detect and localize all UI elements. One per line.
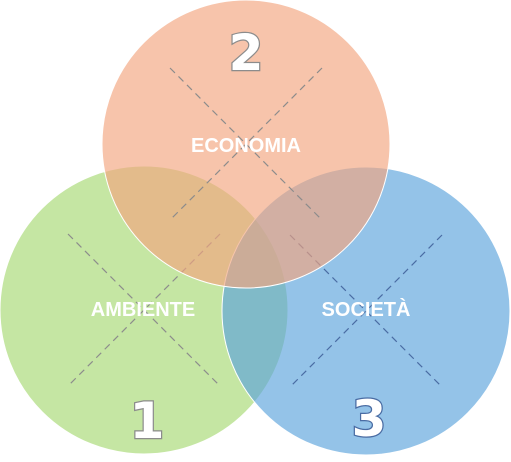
- ambiente-number: 1: [130, 392, 165, 450]
- societa-label: SOCIETÀ: [322, 298, 411, 321]
- circle-economia: [101, 0, 391, 289]
- economia-number: 2: [229, 24, 264, 82]
- ambiente-label: AMBIENTE: [91, 299, 195, 321]
- economia-label: ECONOMIA: [191, 135, 301, 157]
- societa-number: 3: [352, 390, 387, 448]
